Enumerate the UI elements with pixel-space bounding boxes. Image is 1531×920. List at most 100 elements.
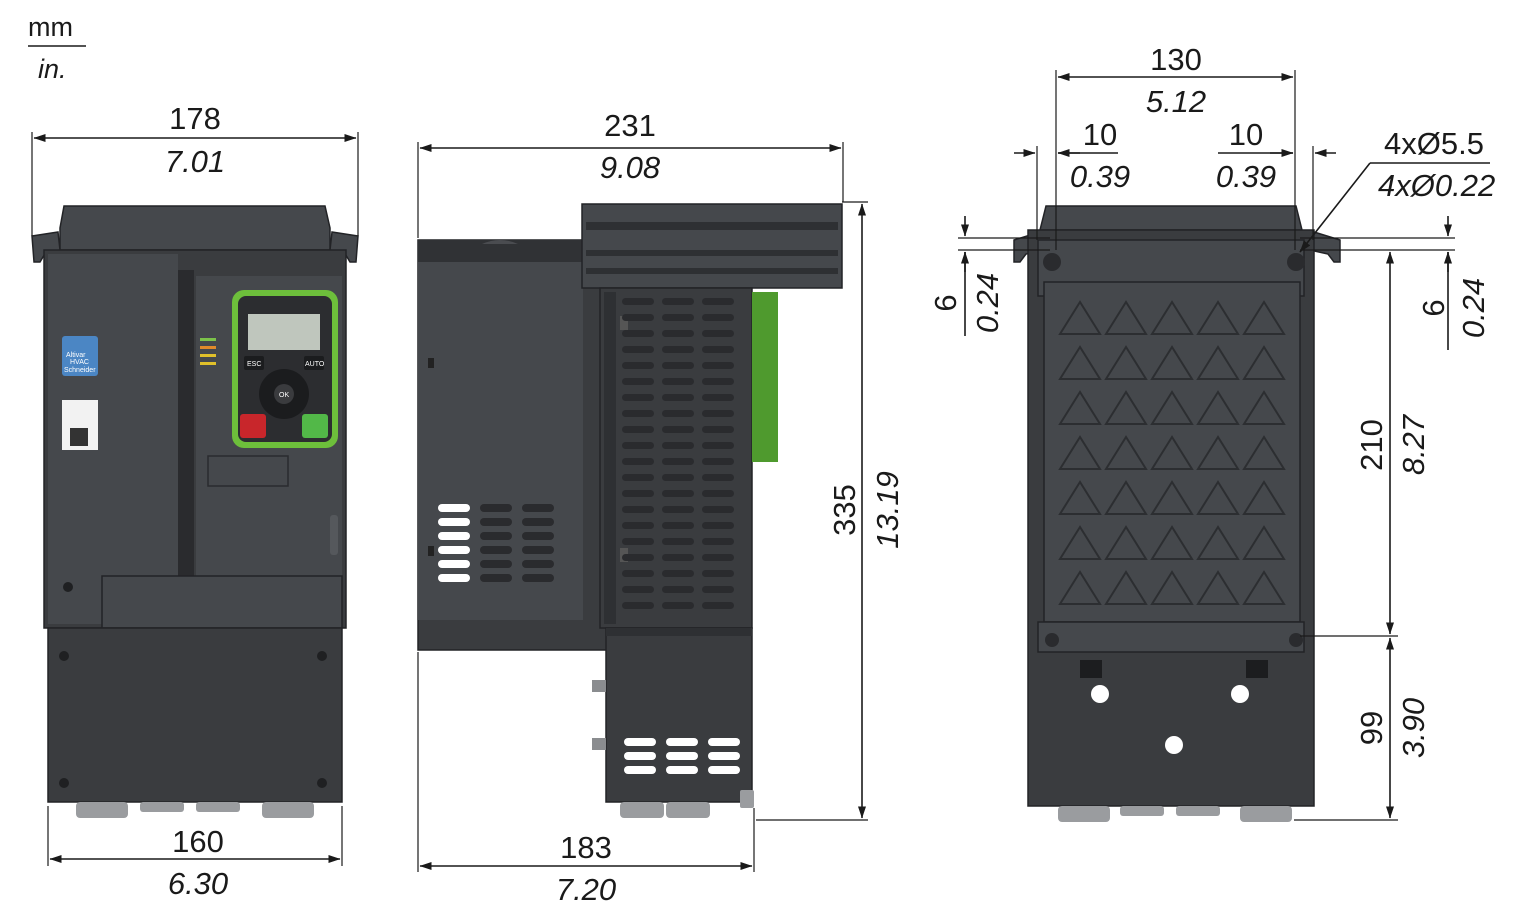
vent-slot xyxy=(702,570,734,577)
rear-right-offset-dim: 10 0.39 xyxy=(1216,117,1336,240)
front-base-in: 6.30 xyxy=(168,866,228,901)
vent-slot xyxy=(438,560,470,568)
vent-slot xyxy=(662,298,694,305)
vent-slot xyxy=(662,394,694,401)
fin-triangle xyxy=(1150,480,1194,515)
vent-slot xyxy=(702,586,734,593)
fin-triangle xyxy=(1150,390,1194,425)
vent-slot xyxy=(702,362,734,369)
screw-icon xyxy=(59,651,69,661)
side-lower-module xyxy=(605,627,753,803)
vent-slot xyxy=(622,298,654,305)
ground-icon xyxy=(63,582,73,592)
front-top-cover xyxy=(59,205,331,251)
vent-slot xyxy=(702,394,734,401)
mount-hole-icon xyxy=(1043,253,1061,271)
side-top-cover xyxy=(581,203,843,289)
vent-slot xyxy=(662,426,694,433)
fin-triangle xyxy=(1242,345,1286,380)
rear-spacing-dim: 130 5.12 xyxy=(1055,42,1296,250)
screw-icon xyxy=(317,778,327,788)
side-depth-dim: 231 9.08 xyxy=(417,108,844,238)
fin-triangle xyxy=(1150,525,1194,560)
fin-triangle xyxy=(1196,390,1240,425)
vent-slot xyxy=(662,330,694,337)
front-lower-cover xyxy=(101,575,343,629)
vent-slot xyxy=(480,504,512,512)
vent-slot xyxy=(522,504,554,512)
vent-slot xyxy=(702,490,734,497)
rear-glands xyxy=(1058,806,1292,822)
badge-line2: HVAC xyxy=(70,359,89,366)
vent-slot xyxy=(624,752,656,760)
side-lower-top xyxy=(606,628,752,636)
vent-slot xyxy=(662,378,694,385)
vent-slot xyxy=(702,506,734,513)
side-connector xyxy=(592,680,606,692)
fin-triangle xyxy=(1058,480,1102,515)
fin-triangle xyxy=(1104,525,1148,560)
rear-hole-height-in: 8.27 xyxy=(1396,413,1431,475)
product-badge: Altivar HVAC Schneider xyxy=(62,336,98,376)
rear-left-offset-dim: 10 0.39 xyxy=(1014,117,1130,240)
graphic-keypad: ESC AUTO OK xyxy=(232,290,338,448)
side-depth-mm: 231 xyxy=(604,108,656,143)
vent-slot xyxy=(622,314,654,321)
side-height-dim: 335 13.19 xyxy=(756,201,905,821)
rear-holes-mm: 4xØ5.5 xyxy=(1384,126,1484,161)
vent-slot xyxy=(622,346,654,353)
unit-mm: mm xyxy=(28,12,73,42)
vent-slot xyxy=(702,602,734,609)
fin-triangle xyxy=(1104,300,1148,335)
rear-view xyxy=(1013,205,1341,822)
fin-triangle xyxy=(1058,525,1102,560)
side-connector xyxy=(592,738,606,750)
vent-slot xyxy=(702,554,734,561)
vent-slot xyxy=(622,490,654,497)
rear-top-left-dim: 6 0.24 xyxy=(928,216,1050,336)
side-fan-green xyxy=(752,292,778,462)
front-view: Altivar HVAC Schneider ESC AUTO OK xyxy=(31,205,359,818)
esc-key xyxy=(244,356,264,370)
door-latch xyxy=(330,515,338,555)
vent-slot xyxy=(662,346,694,353)
side-height-in: 13.19 xyxy=(870,471,905,549)
esc-label: ESC xyxy=(247,361,261,368)
unit-inch: in. xyxy=(38,54,67,84)
vent-slot xyxy=(622,506,654,513)
side-height-mm: 335 xyxy=(827,484,862,536)
fin-triangle xyxy=(1196,345,1240,380)
side-front-top xyxy=(418,240,583,262)
vent-slot xyxy=(708,752,740,760)
vent-slot xyxy=(662,522,694,529)
rear-top-right-dim: 6 0.24 xyxy=(1300,216,1491,350)
fin-triangle xyxy=(1058,345,1102,380)
side-clip xyxy=(620,316,628,330)
vent-slot xyxy=(622,554,654,561)
rear-hole-height-dim: 210 8.27 xyxy=(1300,251,1431,637)
side-base-dim: 183 7.20 xyxy=(417,652,755,907)
vent-slot xyxy=(702,522,734,529)
rear-top-left-in: 0.24 xyxy=(970,273,1005,333)
rear-left-offset-mm: 10 xyxy=(1083,117,1117,152)
vent-slot xyxy=(662,442,694,449)
vent-slot xyxy=(622,330,654,337)
fin-triangle xyxy=(1104,345,1148,380)
vent-slot xyxy=(438,574,470,582)
fin-triangle xyxy=(1242,525,1286,560)
rear-left-offset-in: 0.39 xyxy=(1070,159,1130,194)
vent-slot xyxy=(708,738,740,746)
side-heatsink-edge xyxy=(604,292,616,624)
fin-triangle xyxy=(1058,390,1102,425)
fin-triangle xyxy=(1104,480,1148,515)
vent-slot xyxy=(662,602,694,609)
fin-triangle xyxy=(1242,570,1286,605)
vent-slot xyxy=(480,532,512,540)
rear-spacing-mm: 130 xyxy=(1150,42,1202,77)
fin-triangle xyxy=(1242,480,1286,515)
vent-slot xyxy=(622,570,654,577)
fin-triangle xyxy=(1104,435,1148,470)
rear-slot xyxy=(1246,660,1268,678)
fin-triangle xyxy=(1196,480,1240,515)
